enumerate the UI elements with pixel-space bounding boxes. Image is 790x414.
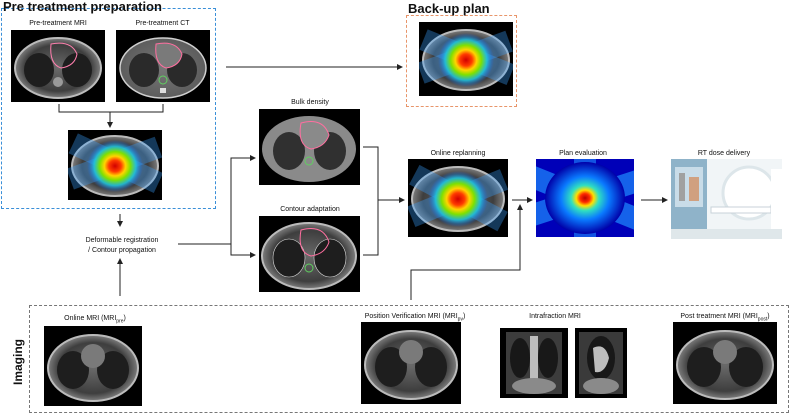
online-replanning-label: Online replanning — [430, 150, 486, 157]
imaging-frame — [29, 305, 789, 413]
imaging-title: Imaging — [11, 338, 25, 385]
arrow-contour-to-replan — [363, 200, 379, 256]
position-verification-label: Position Verification MRI (MRIpv) — [364, 313, 466, 323]
pre-mri-image — [11, 30, 105, 102]
intrafraction-mri-label: Intrafraction MRI — [529, 313, 581, 320]
deformable-line1: Deformable registration — [85, 237, 159, 244]
contour-adaptation-label: Contour adaptation — [280, 206, 340, 213]
arrow-bulk-to-replan — [363, 146, 405, 203]
bulk-density-image — [259, 109, 360, 185]
pretreatment-dose-image — [68, 130, 162, 200]
pre-mri-label: Pre-treatment MRI — [29, 20, 87, 27]
plan-evaluation-image — [536, 159, 634, 237]
pretreatment-frame — [1, 8, 216, 209]
pretreatment-title: Pre treatment preparation — [3, 0, 162, 14]
online-replanning-image — [408, 159, 508, 237]
backup-frame — [406, 15, 517, 107]
post-treatment-mri-image — [673, 322, 777, 404]
pre-ct-label: Pre-treatment CT — [135, 20, 190, 27]
online-mri-label: Online MRI (MRIpre) — [64, 315, 126, 325]
rt-dose-delivery-label: RT dose delivery — [697, 150, 751, 157]
post-treatment-label: Post treatment MRI (MRIpost) — [680, 313, 770, 323]
intrafraction-mri-image-1 — [500, 328, 568, 398]
bulk-density-label: Bulk density — [291, 99, 329, 106]
intrafraction-mri-image-2 — [575, 328, 627, 398]
position-verification-image — [361, 322, 461, 404]
online-mri-image — [44, 326, 142, 406]
backup-plan-image — [419, 22, 513, 96]
backup-title: Back-up plan — [408, 1, 490, 16]
plan-evaluation-label: Plan evaluation — [559, 150, 607, 157]
deformable-registration-label: Deformable registration / Contour propag… — [67, 236, 177, 256]
rt-dose-delivery-image — [671, 159, 782, 239]
arrow-to-contour-adaptation — [230, 244, 256, 258]
deformable-line2: / Contour propagation — [88, 247, 156, 254]
pre-ct-image — [116, 30, 210, 102]
arrow-to-bulk-density — [230, 155, 256, 244]
contour-adaptation-image — [259, 216, 360, 292]
